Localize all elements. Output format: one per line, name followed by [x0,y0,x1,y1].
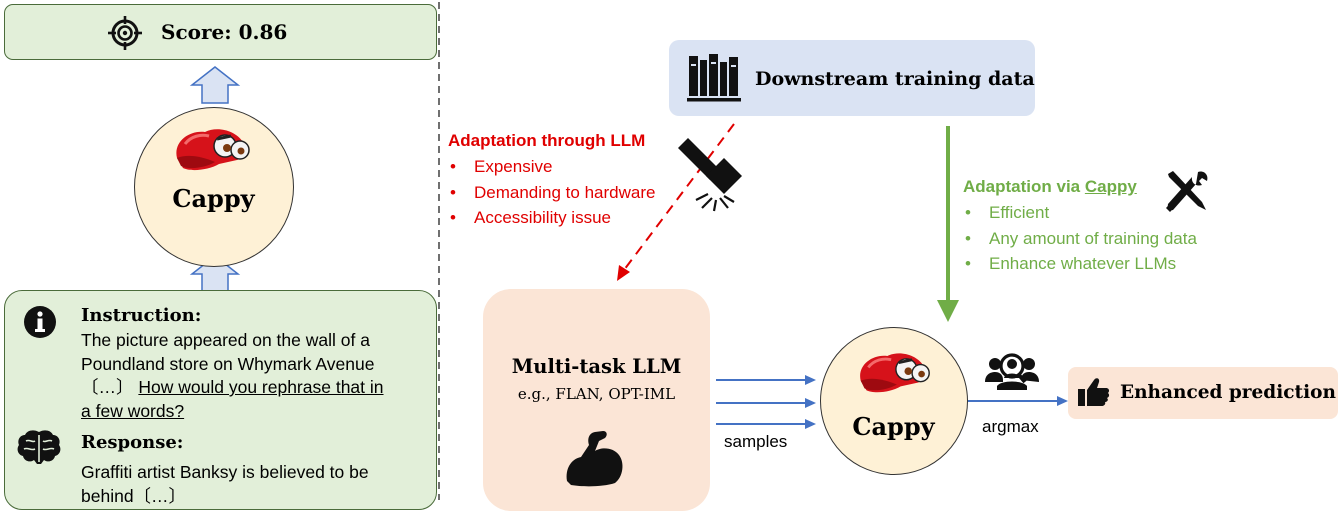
cappy-label-right: Cappy [852,412,935,441]
llm-box-title: Multi-task LLM [511,355,682,378]
instruction-line-3: 〔…〕 How would you rephrase that in [81,376,384,400]
up-arrow-top [189,66,241,104]
instruction-line-2: Poundland store on Whymark Avenue [81,353,375,374]
llm-adaptation-bullet: Expensive [448,154,655,180]
cappy-adaptation-bullet: Efficient [963,200,1197,226]
llm-adaptation-bullet: Accessibility issue [448,205,655,231]
downstream-data-label: Downstream training data [755,68,1035,90]
llm-box-subtitle: e.g., FLAN, OPT-IML [517,385,676,403]
cappy-hat-icon [176,129,250,171]
multitask-llm-box: Multi-task LLM e.g., FLAN, OPT-IML [483,289,710,511]
instruction-label: Instruction: [81,305,202,326]
sample-arrowhead-3 [805,419,816,429]
target-icon [108,16,142,50]
enhanced-prediction-box: Enhanced prediction [1068,367,1338,419]
flexed-arm-icon [566,431,623,487]
cappy-adaptation-bullets: Efficient Any amount of training data En… [963,200,1197,277]
cappy-adaptation-title-link: Cappy [1084,177,1137,196]
instruction-text: The picture appeared on the wall of a Po… [81,329,384,423]
thumbs-up-icon [1078,378,1110,406]
books-icon [687,54,741,102]
cappy-adaptation-arrowhead [937,300,959,322]
cappy-adaptation-bullet: Enhance whatever LLMs [963,251,1197,277]
argmax-arrowhead [1057,396,1068,406]
sample-arrowhead-2 [805,398,816,408]
instruction-line-1: The picture appeared on the wall of a [81,330,370,350]
instruction-response-box: Instruction: The picture appeared on the… [4,290,437,510]
cappy-hat-icon [860,353,930,393]
llm-adaptation-note: Adaptation through LLM Expensive Demandi… [448,128,655,231]
response-text: Graffiti artist Banksy is believed to be… [81,461,369,508]
brain-icon [17,430,61,464]
llm-adaptation-arrow [623,123,735,271]
llm-adaptation-bullets: Expensive Demanding to hardware Accessib… [448,154,655,231]
sample-arrowhead-1 [805,375,816,385]
llm-adaptation-arrowhead [617,265,630,281]
response-line-1: Graffiti artist Banksy is believed to be [81,462,369,482]
score-label: Score: 0.86 [161,20,288,44]
cappy-adaptation-note: Adaptation via Cappy Efficient Any amoun… [963,174,1197,277]
response-label: Response: [81,432,184,453]
downstream-data-box: Downstream training data [669,40,1035,116]
people-icon [985,353,1039,390]
instruction-question-part1: How would you rephrase that in [138,377,384,397]
instruction-ellipsis: 〔…〕 [81,377,134,397]
llm-adaptation-title: Adaptation through LLM [448,131,646,150]
llm-adaptation-bullet: Demanding to hardware [448,180,655,206]
cappy-adaptation-bullet: Any amount of training data [963,226,1197,252]
tools-icon [1166,171,1208,212]
score-box: Score: 0.86 [4,4,437,60]
instruction-line-4: a few words? [81,400,185,421]
enhanced-prediction-label: Enhanced prediction [1120,382,1336,403]
samples-label: samples [724,432,788,451]
argmax-label: argmax [982,417,1039,436]
hammer-icon [678,138,742,212]
info-icon [24,306,56,338]
cappy-node-right: Cappy [820,327,968,475]
response-line-2: behind〔…〕 [81,485,187,506]
cappy-label-left: Cappy [172,184,255,213]
cappy-adaptation-title: Adaptation via Cappy [963,174,1197,200]
cappy-node-left: Cappy [134,107,294,267]
cappy-adaptation-title-prefix: Adaptation via [963,177,1085,196]
